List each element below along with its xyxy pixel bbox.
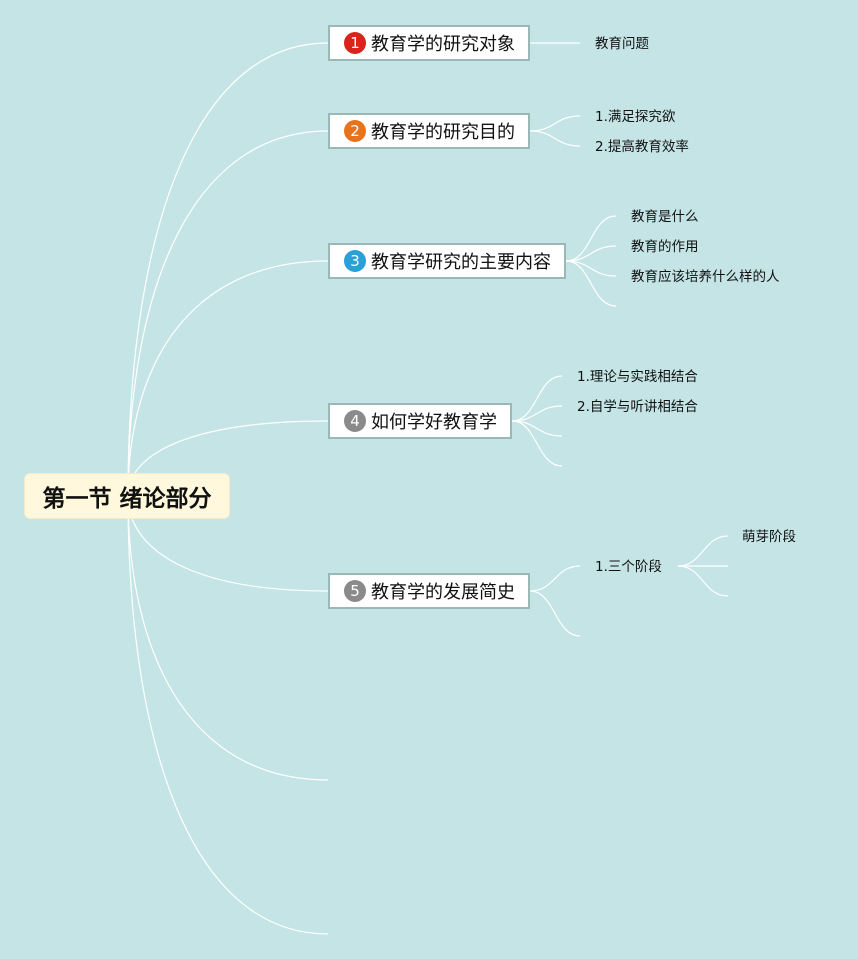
link-4-2 — [511, 405, 563, 422]
number-2-badge-icon: 2 — [344, 120, 366, 142]
link-2-2 — [529, 130, 581, 147]
root-link-2 — [127, 130, 329, 497]
topic-2-label: 教育学的研究目的 — [371, 122, 515, 143]
root-link-6 — [127, 495, 329, 781]
link-3-1 — [565, 215, 617, 262]
link-3-3 — [565, 260, 617, 277]
link-4-4 — [511, 420, 563, 467]
root-link-3 — [127, 260, 329, 497]
subtopic-2-2[interactable]: 2.提高教育效率 — [595, 139, 689, 155]
link-2-1 — [529, 115, 581, 132]
root-link-7 — [127, 495, 329, 935]
number-4-badge-icon: 4 — [344, 410, 366, 432]
link-5-1 — [529, 565, 581, 592]
link-5-1-1 — [677, 535, 729, 567]
subtopic-2-1[interactable]: 1.满足探究欲 — [595, 109, 676, 125]
subtopic-4-1[interactable]: 1.理论与实践相结合 — [577, 369, 698, 385]
link-5-2 — [529, 590, 581, 637]
subtopic-4-2[interactable]: 2.自学与听讲相结合 — [577, 399, 698, 415]
topic-3[interactable]: 3 教育学研究的主要内容 — [328, 243, 566, 279]
topic-5[interactable]: 5 教育学的发展简史 — [328, 573, 530, 609]
topic-1[interactable]: 1 教育学的研究对象 — [328, 25, 530, 61]
topic-1-label: 教育学的研究对象 — [371, 34, 515, 55]
root-topic[interactable]: 第一节 绪论部分 — [25, 474, 229, 518]
topic-2[interactable]: 2 教育学的研究目的 — [328, 113, 530, 149]
subtopic-3-2[interactable]: 教育的作用 — [631, 239, 699, 255]
number-1-badge-icon: 1 — [344, 32, 366, 54]
topic-4-label: 如何学好教育学 — [371, 412, 497, 433]
link-4-1 — [511, 375, 563, 422]
topic-3-label: 教育学研究的主要内容 — [371, 252, 551, 273]
topic-4[interactable]: 4 如何学好教育学 — [328, 403, 512, 439]
subtopic-5-1-1[interactable]: 萌芽阶段 — [742, 529, 796, 545]
link-5-1-3 — [677, 565, 729, 597]
subtopic-3-1[interactable]: 教育是什么 — [631, 209, 699, 225]
subtopic-5-1[interactable]: 1.三个阶段 — [595, 559, 662, 575]
root-topic-label: 第一节 绪论部分 — [42, 486, 212, 512]
link-3-2 — [565, 245, 617, 262]
root-link-1 — [127, 42, 329, 497]
link-4-3 — [511, 420, 563, 437]
link-3-4 — [565, 260, 617, 307]
subtopic-3-3[interactable]: 教育应该培养什么样的人 — [631, 269, 780, 285]
subtopic-1-1[interactable]: 教育问题 — [595, 36, 649, 52]
number-3-badge-icon: 3 — [344, 250, 366, 272]
topic-5-label: 教育学的发展简史 — [371, 582, 515, 603]
number-5-badge-icon: 5 — [344, 580, 366, 602]
